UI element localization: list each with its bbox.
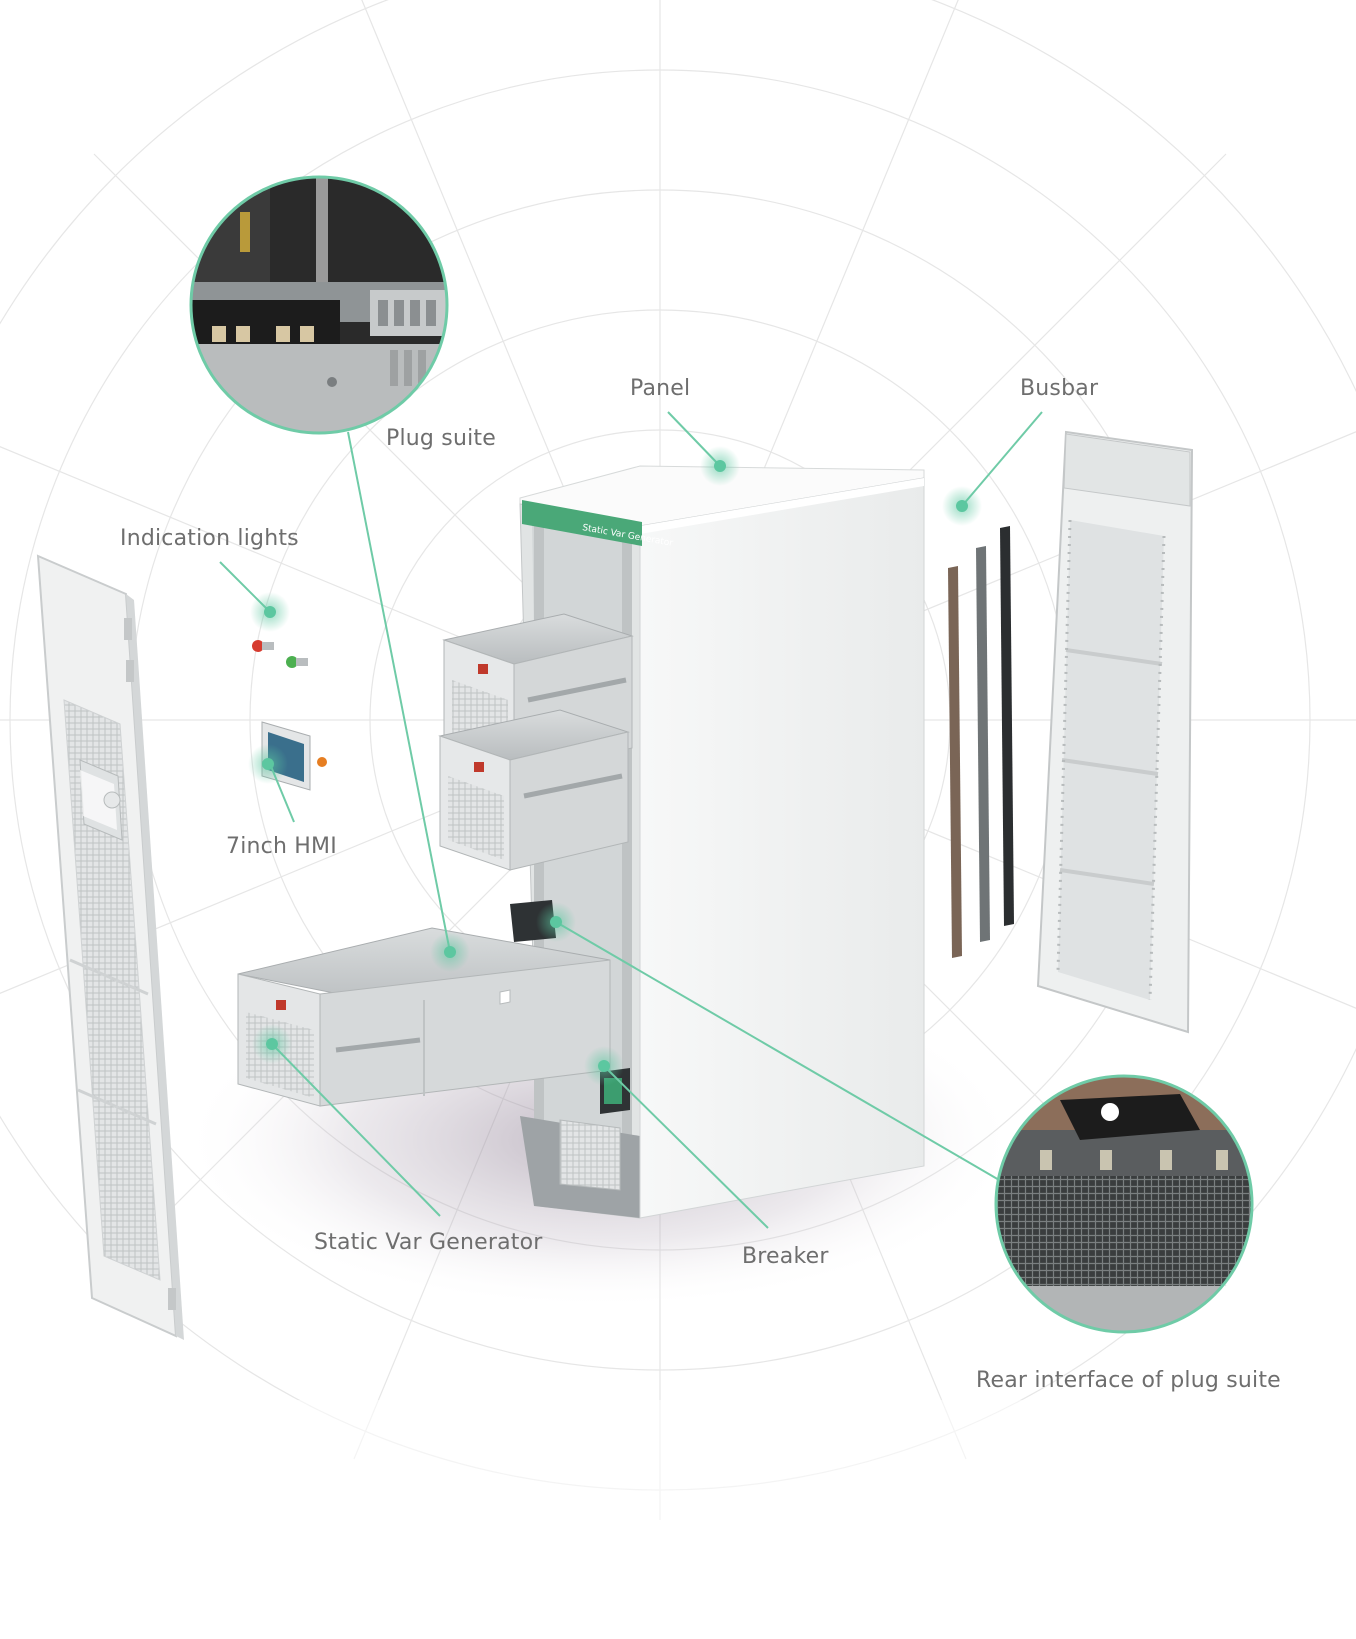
plug-suite-zoom (189, 175, 449, 435)
label-breaker: Breaker (742, 1244, 829, 1269)
busbar-hotspot[interactable] (942, 486, 982, 526)
rear-interface-zoom (994, 1074, 1254, 1334)
hotspot-markers (248, 446, 982, 1086)
label-hmi: 7inch HMI (226, 834, 337, 859)
label-busbar: Busbar (1020, 376, 1099, 401)
label-indication-lights: Indication lights (120, 526, 299, 551)
label-static-var-generator: Static Var Generator (314, 1230, 543, 1255)
door-panel (36, 554, 184, 1340)
hmi-hotspot[interactable] (248, 744, 288, 784)
busbar-strips (948, 526, 1014, 958)
rear-interface-hotspot[interactable] (536, 902, 576, 942)
panel-hotspot[interactable] (700, 446, 740, 486)
label-rear-interface: Rear interface of plug suite (976, 1368, 1281, 1393)
svg-module-drawn-out (237, 900, 611, 1107)
svg-hotspot[interactable] (252, 1024, 292, 1064)
rear-panel (1036, 430, 1194, 1034)
label-plug-suite: Plug suite (386, 426, 496, 451)
svg-module-middle (438, 709, 630, 871)
plug-suite-hotspot[interactable] (430, 932, 470, 972)
leader-lines (219, 411, 1043, 1229)
breaker-hotspot[interactable] (584, 1046, 624, 1086)
indication-light-parts (252, 640, 308, 668)
indication-lights-hotspot[interactable] (250, 592, 290, 632)
label-panel: Panel (630, 376, 691, 401)
